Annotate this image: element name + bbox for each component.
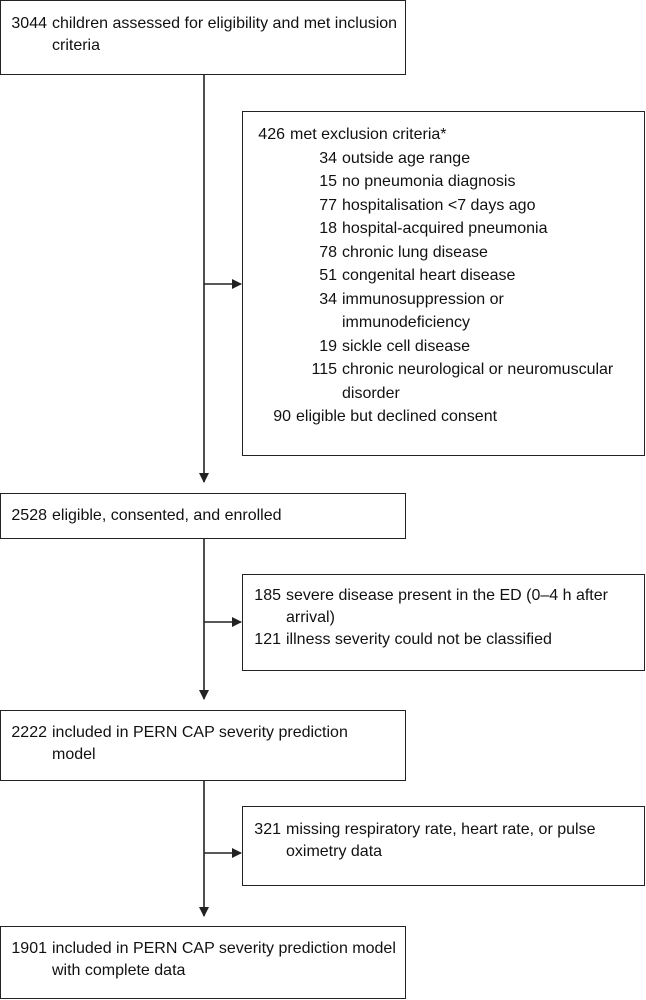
assessed-text: children assessed for eligibility and me… [52, 15, 398, 54]
complete-data-row: 1901 included in PERN CAP severity predi… [9, 938, 399, 982]
exclusion-item-text: sickle cell disease [342, 337, 471, 355]
missing-data-row: 321 missing respiratory rate, heart rate… [251, 819, 638, 863]
severity-exclusion-box: 185 severe disease present in the ED (0–… [242, 574, 645, 671]
exclusion-criteria-box: 426 met exclusion criteria* 34 outside a… [242, 111, 645, 456]
exclusion-item: 34 outside age range [257, 147, 638, 171]
missing-data-text: missing respiratory rate, heart rate, or… [286, 821, 596, 860]
complete-data-box: 1901 included in PERN CAP severity predi… [0, 926, 406, 999]
model-count: 2222 [11, 724, 47, 741]
model-box: 2222 included in PERN CAP severity predi… [0, 710, 406, 781]
exclusion-item: 15 no pneumonia diagnosis [257, 170, 638, 194]
exclusion-item: 78 chronic lung disease [257, 241, 638, 265]
assessed-box: 3044 children assessed for eligibility a… [0, 0, 406, 75]
exclusion-item-count: 34 [319, 149, 337, 167]
declined-text: eligible but declined consent [296, 408, 498, 425]
exclusion-item-count: 78 [319, 243, 337, 261]
missing-data-box: 321 missing respiratory rate, heart rate… [242, 806, 645, 886]
exclusion-item-count: 15 [319, 173, 337, 190]
enrolled-text: eligible, consented, and enrolled [52, 507, 282, 524]
exclusion-item: 19 sickle cell disease [257, 335, 638, 359]
exclusion-item: 18 hospital-acquired pneumonia [257, 217, 638, 241]
exclusion-header-text: met exclusion criteria* [290, 126, 447, 143]
severity-exclusion-text: illness severity could not be classified [286, 631, 552, 648]
model-text: included in PERN CAP severity prediction… [52, 724, 348, 763]
exclusion-item: 77 hospitalisation <7 days ago [257, 194, 638, 218]
exclusion-total-count: 426 [258, 126, 285, 143]
severity-exclusion-count: 185 [254, 587, 281, 604]
exclusion-item-count: 51 [319, 267, 337, 284]
declined-consent-row: 90 eligible but declined consent [257, 405, 638, 429]
exclusion-item-text: hospitalisation <7 days ago [342, 196, 536, 214]
severity-exclusion-item: 121 illness severity could not be classi… [251, 629, 638, 651]
exclusion-item: 51 congenital heart disease [257, 264, 638, 288]
severity-exclusion-item: 185 severe disease present in the ED (0–… [251, 585, 638, 629]
exclusion-item-text: hospital-acquired pneumonia [342, 220, 548, 237]
exclusion-item-text: immunosuppression or immunodeficiency [342, 290, 504, 332]
exclusion-item: 34 immunosuppression or immunodeficiency [257, 288, 638, 335]
exclusion-item-count: 19 [319, 337, 337, 355]
enrolled-box: 2528 eligible, consented, and enrolled [0, 493, 406, 539]
declined-count: 90 [273, 408, 291, 425]
exclusion-item-text: outside age range [342, 149, 471, 167]
assessed-count: 3044 [11, 15, 47, 32]
assessed-row: 3044 children assessed for eligibility a… [9, 13, 399, 57]
exclusion-header-row: 426 met exclusion criteria* [257, 123, 638, 147]
exclusion-item-count: 18 [319, 220, 337, 237]
severity-exclusion-text: severe disease present in the ED (0–4 h … [286, 587, 608, 626]
exclusion-item-text: congenital heart disease [342, 267, 516, 284]
exclusion-item-text: chronic lung disease [342, 243, 488, 261]
exclusion-item-text: chronic neurological or neuromuscular di… [342, 361, 614, 402]
enrolled-row: 2528 eligible, consented, and enrolled [9, 505, 399, 527]
exclusion-item-count: 115 [311, 361, 337, 378]
exclusion-item-count: 34 [319, 290, 337, 308]
exclusion-item: 115 chronic neurological or neuromuscula… [257, 358, 638, 405]
model-row: 2222 included in PERN CAP severity predi… [9, 722, 399, 766]
enrolled-count: 2528 [11, 507, 47, 524]
complete-data-text: included in PERN CAP severity prediction… [52, 940, 396, 979]
exclusion-item-count: 77 [319, 196, 337, 214]
exclusion-item-text: no pneumonia diagnosis [342, 173, 516, 190]
complete-data-count: 1901 [11, 940, 47, 957]
severity-exclusion-count: 121 [254, 631, 281, 648]
missing-data-count: 321 [254, 821, 281, 838]
